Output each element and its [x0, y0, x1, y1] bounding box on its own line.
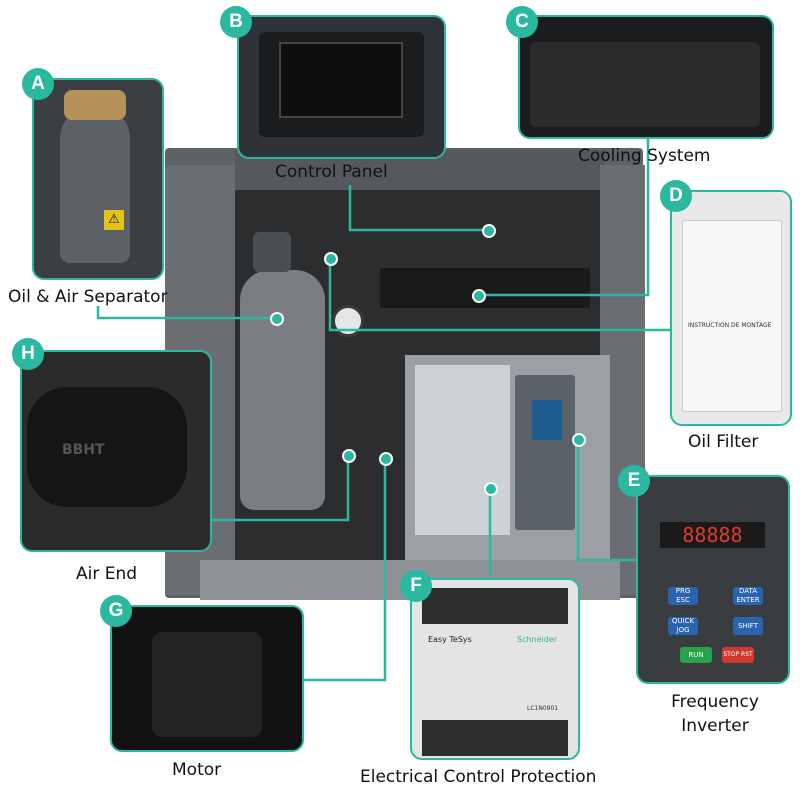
dot-D	[324, 252, 338, 266]
key-quick-jog: QUICK JOG	[668, 617, 698, 635]
inverter-display: 88888	[660, 522, 765, 548]
separator-photo	[60, 108, 130, 263]
contactor-maker: Schneider	[517, 635, 558, 644]
label-oil-filter: Oil Filter	[688, 432, 759, 452]
badge-E: E	[618, 465, 650, 497]
key-data-enter: DATA ENTER	[733, 587, 763, 605]
inset-motor	[110, 605, 304, 752]
inset-oil-air-separator: ⚠	[32, 78, 164, 280]
contactor-terminals-bottom	[422, 720, 568, 756]
leader-G	[300, 458, 387, 682]
contactor-terminals-top	[422, 588, 568, 624]
dot-A	[270, 312, 284, 326]
key-prg-esc: PRG ESC	[668, 587, 698, 605]
label-control-panel: Control Panel	[275, 162, 388, 182]
separator-tank	[240, 270, 325, 510]
filter-canister	[682, 220, 782, 412]
leader-A	[96, 306, 276, 320]
label-frequency-inverter: Frequency Inverter	[671, 692, 759, 736]
dot-G	[379, 452, 393, 466]
contactor-model: LC1N0901	[527, 705, 559, 712]
leader-C	[478, 135, 650, 297]
inset-control-panel	[237, 15, 446, 159]
separator-tank-cap	[253, 232, 291, 272]
warning-sticker: ⚠	[104, 210, 124, 230]
dot-B	[482, 224, 496, 238]
air-end-emboss: BBHT	[62, 442, 105, 458]
inset-cooling-system	[518, 15, 774, 139]
air-end-housing	[27, 387, 187, 507]
leader-B	[348, 185, 488, 232]
badge-C: C	[506, 6, 538, 38]
label-air-end: Air End	[76, 564, 138, 584]
badge-B: B	[220, 6, 252, 38]
badge-H: H	[12, 338, 44, 370]
separator-cap	[64, 90, 126, 120]
leader-E	[576, 440, 636, 562]
inset-frequency-inverter: 88888 PRG ESC DATA ENTER QUICK JOG SHIFT…	[636, 475, 790, 684]
label-motor: Motor	[172, 760, 222, 780]
dot-C	[472, 289, 486, 303]
leader-H	[208, 455, 350, 522]
label-cooling-system: Cooling System	[578, 146, 711, 166]
key-shift: SHIFT	[733, 617, 763, 635]
label-electrical-control-protection: Electrical Control Protection	[360, 767, 597, 787]
dot-E	[572, 433, 586, 447]
dot-F	[484, 482, 498, 496]
inset-electrical-control-protection: Easy TeSys Schneider LC1N0901	[410, 578, 580, 760]
badge-G: G	[100, 595, 132, 627]
inverter-screen	[532, 400, 562, 440]
filter-instructions: INSTRUCTION DE MONTAGE	[688, 322, 772, 329]
label-oil-air-separator: Oil & Air Separator	[8, 287, 168, 307]
motor-body	[152, 632, 262, 737]
pressure-gauge	[332, 305, 364, 337]
fan-shroud	[530, 42, 760, 127]
key-stop-rst: STOP RST	[722, 647, 754, 663]
key-run: RUN	[680, 647, 712, 663]
panel-screen	[279, 42, 403, 118]
badge-D: D	[660, 180, 692, 212]
dot-H	[342, 449, 356, 463]
electrical-panel	[415, 365, 510, 535]
leader-D	[328, 258, 672, 332]
inset-air-end: BBHT	[20, 350, 212, 552]
cooling-fan-grille	[380, 268, 590, 308]
contactor-brand: Easy TeSys	[428, 635, 472, 644]
badge-F: F	[400, 570, 432, 602]
badge-A: A	[22, 68, 54, 100]
inset-oil-filter: INSTRUCTION DE MONTAGE	[670, 190, 792, 426]
